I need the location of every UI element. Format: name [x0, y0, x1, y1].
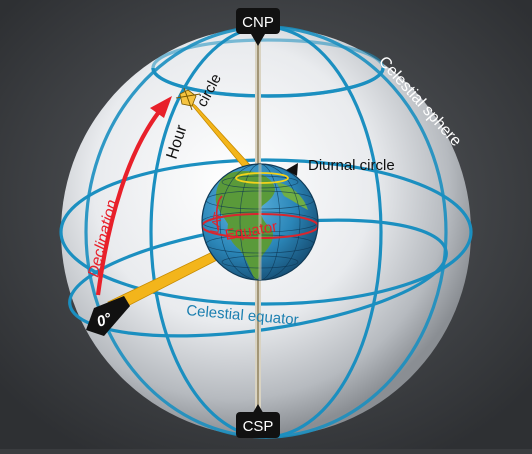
- cnp-label: CNP: [242, 14, 274, 31]
- upper-diurnal-ring-front: [151, 67, 385, 98]
- diurnal-circle-line: [235, 172, 289, 184]
- celestial-equator-ring: [59, 158, 473, 306]
- pole-tag-icon: [236, 8, 280, 34]
- lat-label: LAT: [207, 210, 225, 234]
- pole-tag-icon: [236, 412, 280, 438]
- csp-label: CSP: [243, 418, 274, 435]
- star-marker-icon: [175, 87, 201, 111]
- arrow-icon: [150, 96, 172, 118]
- zero-degree-tag: 0°: [86, 296, 130, 336]
- csp-tag: CSP: [236, 404, 280, 438]
- zero-degree-label: 0°: [95, 310, 115, 331]
- cnp-tag: CNP: [236, 8, 280, 46]
- lat-arc: [215, 195, 223, 231]
- diurnal-circle-callout: Diurnal circle: [286, 157, 395, 176]
- diurnal-circle-label: Diurnal circle: [308, 157, 395, 174]
- declination-arrow: [95, 96, 172, 296]
